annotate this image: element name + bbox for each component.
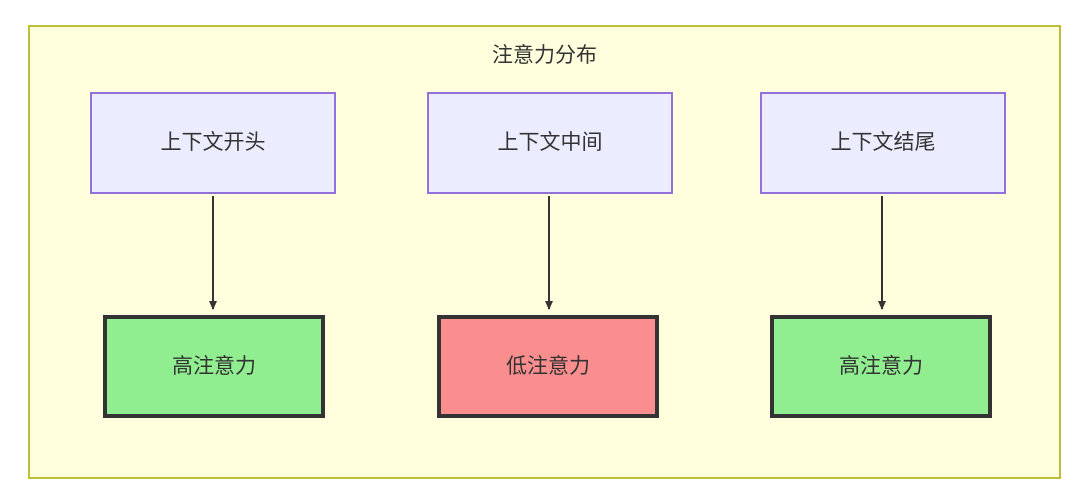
node-attention-middle[interactable]: 低注意力 [437, 315, 659, 418]
node-attention-middle-label: 低注意力 [506, 354, 590, 378]
node-attention-end[interactable]: 高注意力 [770, 315, 992, 418]
node-context-middle[interactable]: 上下文中间 [427, 92, 673, 194]
node-attention-start[interactable]: 高注意力 [103, 315, 325, 418]
node-context-end[interactable]: 上下文结尾 [760, 92, 1006, 194]
node-context-start-label: 上下文开头 [160, 131, 266, 154]
node-context-middle-label: 上下文中间 [497, 131, 603, 154]
node-attention-start-label: 高注意力 [172, 354, 256, 378]
subgraph-title: 注意力分布 [492, 44, 597, 67]
node-context-start[interactable]: 上下文开头 [90, 92, 336, 194]
node-attention-end-label: 高注意力 [839, 354, 923, 378]
node-context-end-label: 上下文结尾 [830, 131, 936, 154]
